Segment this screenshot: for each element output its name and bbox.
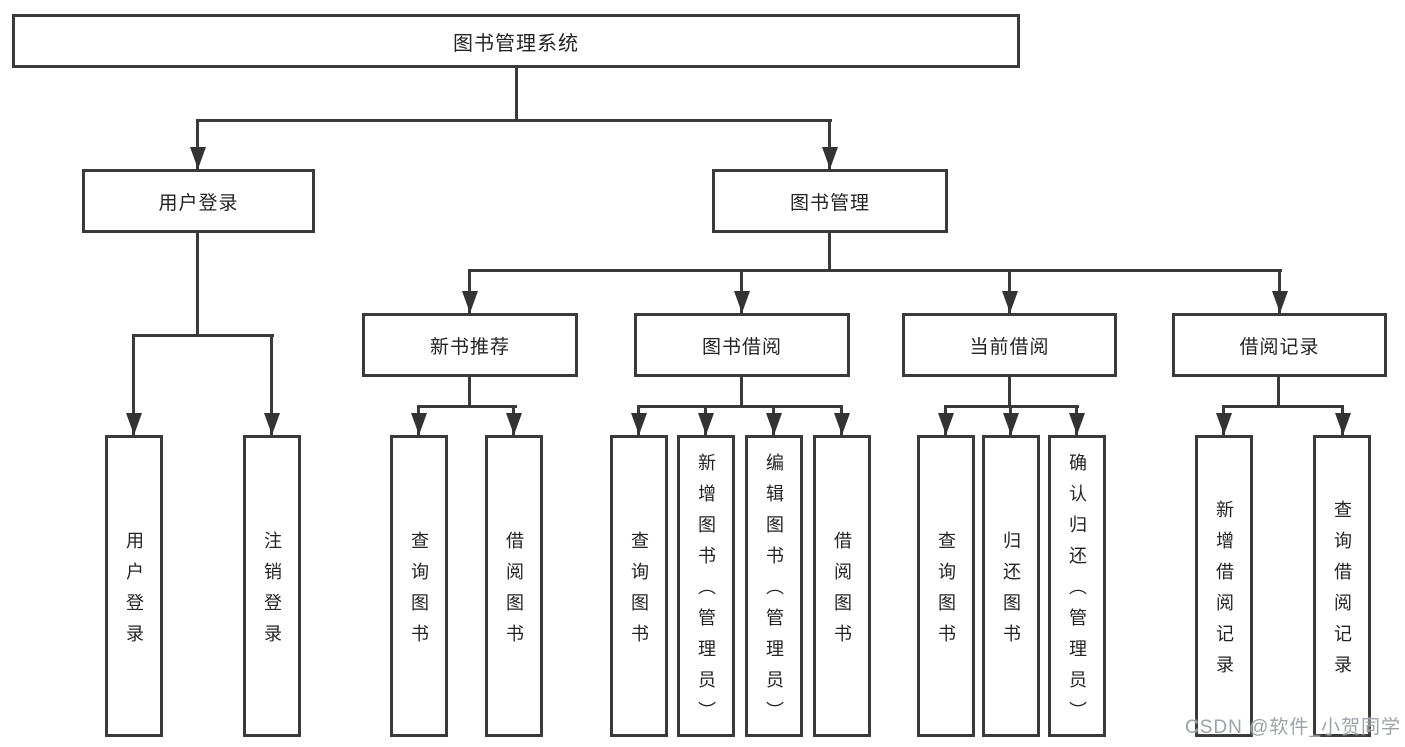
connector-new-book-stem <box>468 377 471 408</box>
leaf-label: 新增借阅记录 <box>1214 499 1234 686</box>
connector-root-stem <box>515 68 518 121</box>
arrow-down-icon <box>1002 291 1018 313</box>
leaf-label: 用户登录 <box>124 530 144 655</box>
node-leaf-query-books-3: 查询图书 <box>917 435 975 737</box>
leaf-label: 新增图书（管理员） <box>696 453 716 732</box>
arrow-down-icon <box>766 413 782 435</box>
node-leaf-user-login: 用户登录 <box>105 435 163 737</box>
node-user-login-label: 用户登录 <box>158 192 239 214</box>
connector-borrowing-records-stem <box>1277 377 1280 408</box>
connector-stub-user-login-leaf <box>132 334 135 435</box>
arrow-down-icon <box>1003 413 1019 435</box>
node-leaf-return-books: 归还图书 <box>982 435 1040 737</box>
arrow-down-icon <box>411 413 427 435</box>
arrow-down-icon <box>834 413 850 435</box>
arrow-down-icon <box>1069 413 1085 435</box>
node-leaf-logout: 注销登录 <box>243 435 301 737</box>
leaf-label: 借阅图书 <box>504 530 524 655</box>
arrow-down-icon <box>190 147 206 169</box>
node-borrowing-records-label: 借阅记录 <box>1239 336 1320 358</box>
node-leaf-edit-books-admin: 编辑图书（管理员） <box>745 435 803 737</box>
node-book-management: 图书管理 <box>712 169 948 233</box>
arrow-down-icon <box>734 291 750 313</box>
arrow-down-icon <box>1272 291 1288 313</box>
arrow-down-icon <box>1216 413 1232 435</box>
node-root-system: 图书管理系统 <box>12 14 1020 68</box>
csdn-watermark: CSDN @软件_小贺同学 <box>1185 717 1401 738</box>
arrow-down-icon <box>631 413 647 435</box>
connector-stub-logout <box>270 334 273 435</box>
node-leaf-confirm-return-admin: 确认归还（管理员） <box>1048 435 1106 737</box>
node-leaf-add-books-admin: 新增图书（管理员） <box>677 435 735 737</box>
connector-book-borrowing-branch <box>637 405 843 408</box>
node-book-borrowing: 图书借阅 <box>634 313 850 377</box>
arrow-down-icon <box>698 413 714 435</box>
connector-root-branch <box>196 119 832 122</box>
node-new-book-recommend-label: 新书推荐 <box>429 336 510 358</box>
connector-stub-book-management <box>828 119 831 169</box>
node-borrowing-records: 借阅记录 <box>1172 313 1387 377</box>
node-leaf-add-borrow-record: 新增借阅记录 <box>1195 435 1253 737</box>
arrow-down-icon <box>822 147 838 169</box>
connector-book-management-branch <box>468 269 1282 272</box>
leaf-label: 归还图书 <box>1001 530 1021 655</box>
connector-borrowing-records-branch <box>1222 405 1344 408</box>
node-leaf-query-books-2: 查询图书 <box>610 435 668 737</box>
node-user-login: 用户登录 <box>82 169 315 233</box>
node-leaf-borrow-books-2: 借阅图书 <box>813 435 871 737</box>
connector-book-borrowing-stem <box>740 377 743 408</box>
leaf-label: 确认归还（管理员） <box>1067 453 1087 732</box>
node-new-book-recommend: 新书推荐 <box>362 313 578 377</box>
arrow-down-icon <box>1335 413 1351 435</box>
leaf-label: 编辑图书（管理员） <box>764 453 784 732</box>
leaf-label: 查询图书 <box>409 530 429 655</box>
arrow-down-icon <box>938 413 954 435</box>
node-leaf-query-books-1: 查询图书 <box>390 435 448 737</box>
connector-book-management-stem <box>828 233 831 272</box>
connector-stub-user-login <box>196 119 199 169</box>
connector-user-login-branch <box>132 334 274 337</box>
node-leaf-borrow-books-1: 借阅图书 <box>485 435 543 737</box>
arrow-down-icon <box>506 413 522 435</box>
leaf-label: 查询借阅记录 <box>1332 499 1352 686</box>
node-book-management-label: 图书管理 <box>789 192 870 214</box>
leaf-label: 查询图书 <box>629 530 649 655</box>
leaf-label: 查询图书 <box>936 530 956 655</box>
node-book-borrowing-label: 图书借阅 <box>701 336 782 358</box>
connector-current-borrowing-stem <box>1008 377 1011 408</box>
leaf-label: 注销登录 <box>262 530 282 655</box>
connector-new-book-branch <box>417 405 517 408</box>
node-current-borrowing: 当前借阅 <box>902 313 1117 377</box>
leaf-label: 借阅图书 <box>832 530 852 655</box>
node-root-label: 图书管理系统 <box>453 32 579 55</box>
connector-user-login-stem <box>196 233 199 337</box>
node-current-borrowing-label: 当前借阅 <box>969 336 1050 358</box>
arrow-down-icon <box>462 291 478 313</box>
arrow-down-icon <box>126 413 142 435</box>
arrow-down-icon <box>264 413 280 435</box>
node-leaf-query-borrow-record: 查询借阅记录 <box>1313 435 1371 737</box>
